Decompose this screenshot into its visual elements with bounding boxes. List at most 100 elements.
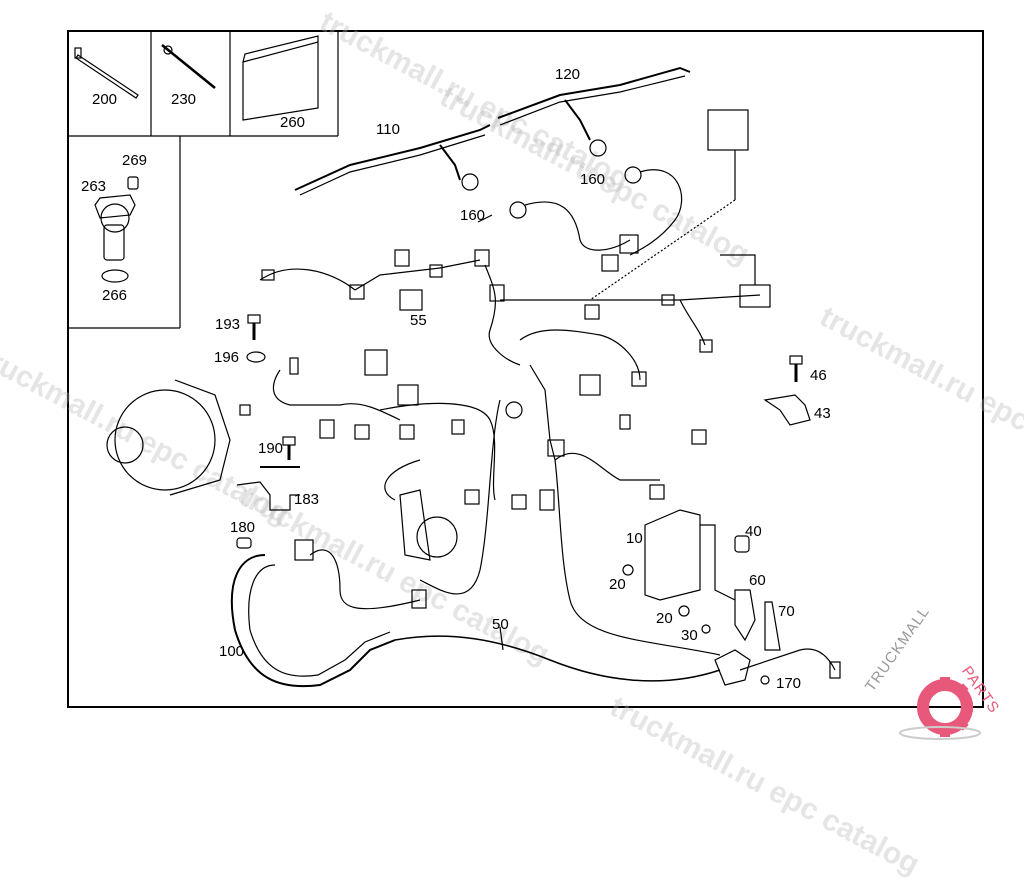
- wire: [554, 452, 660, 481]
- alternator-pulley-icon: [106, 426, 144, 464]
- diagram-frame: [67, 30, 984, 708]
- wire: [529, 364, 556, 461]
- connector-icon: [547, 439, 565, 457]
- actuator-module-icon: [707, 109, 749, 151]
- wire: [419, 399, 501, 595]
- wire: [679, 299, 706, 346]
- seal-ring-icon: [509, 201, 527, 219]
- part-label-230: 230: [171, 91, 197, 108]
- nut-170-icon: [760, 675, 770, 685]
- connector-icon: [429, 264, 443, 278]
- bolt-193-icon: [247, 314, 261, 324]
- connector-icon: [539, 489, 555, 511]
- connector-icon: [489, 284, 505, 302]
- connector-icon: [289, 357, 299, 375]
- sensor-body-icon: [103, 224, 125, 261]
- o-ring-icon: [101, 269, 129, 283]
- alternator-housing-icon: [169, 379, 231, 496]
- connector-icon: [699, 339, 713, 353]
- part-label-160: 160: [580, 171, 606, 188]
- wire: [309, 549, 421, 610]
- part-label-196: 196: [214, 349, 240, 366]
- bracket-43-icon: [763, 394, 811, 426]
- connector-icon: [411, 589, 427, 609]
- bolt-180-icon: [236, 537, 252, 549]
- connector-icon: [619, 234, 639, 254]
- diagram-drawing: [67, 30, 841, 688]
- wire: [519, 329, 641, 381]
- wire: [629, 169, 683, 256]
- part-label-266: 266: [102, 287, 128, 304]
- part-label-180: 180: [230, 519, 256, 536]
- connector-icon: [319, 419, 335, 439]
- connector-icon: [511, 494, 527, 510]
- connector-icon: [579, 374, 601, 396]
- cover-60-icon: [734, 589, 756, 642]
- part-label-200: 200: [92, 91, 118, 108]
- rail-branch-120: [564, 99, 591, 141]
- part-label-263: 263: [81, 178, 107, 195]
- part-label-55: 55: [410, 312, 427, 329]
- leader-line: [477, 214, 493, 223]
- bolt-190-icon: [282, 436, 296, 446]
- part-label-120: 120: [555, 66, 581, 83]
- sensor-flange-icon: [100, 203, 130, 233]
- leader-line: [499, 626, 504, 651]
- harness-100-inner: [248, 564, 391, 677]
- part-label-20: 20: [656, 610, 673, 627]
- connector-120-icon: [589, 139, 607, 157]
- cable-tie-head-icon: [74, 47, 82, 59]
- part-label-110: 110: [376, 121, 400, 138]
- part-label-260: 260: [280, 114, 306, 131]
- bracket-icon: [720, 254, 756, 285]
- tie-strap-icon: [161, 44, 216, 89]
- connector-icon: [239, 404, 251, 416]
- cable-tie-icon: [75, 54, 139, 99]
- connector-icon: [399, 424, 415, 440]
- part-label-269: 269: [122, 152, 148, 169]
- part-label-193: 193: [215, 316, 241, 333]
- sensor-icon: [94, 194, 136, 219]
- wire: [394, 635, 721, 682]
- connector-icon: [261, 269, 275, 281]
- wire: [379, 402, 496, 501]
- wire: [484, 264, 521, 366]
- harness-rail-110-lower: [299, 134, 486, 196]
- connector-icon: [354, 424, 370, 440]
- part-label-170: 170: [776, 675, 802, 692]
- cap-40-icon: [734, 535, 750, 553]
- bolt-46-icon: [789, 355, 803, 365]
- solenoid-icon: [416, 516, 458, 558]
- rail-branch-110: [439, 144, 461, 181]
- connector-icon: [394, 249, 410, 267]
- parts-diagram: truckmall.ru epc catalog truckmall.ru ep…: [0, 5, 1024, 881]
- alternator-icon: [114, 389, 216, 491]
- wire: [272, 369, 401, 421]
- part-label-20: 20: [609, 576, 626, 593]
- harness-rail-110: [294, 124, 491, 191]
- gear-logo-icon: [899, 677, 981, 740]
- seal-ring-icon: [624, 166, 642, 184]
- nut-30-icon: [701, 624, 711, 634]
- connector-icon: [464, 489, 480, 505]
- part-label-40: 40: [745, 523, 762, 540]
- grommet-icon: [505, 401, 523, 419]
- bracket-icon: [399, 489, 431, 561]
- connector-icon: [474, 249, 490, 267]
- wire: [259, 268, 356, 291]
- connector-icon: [631, 371, 647, 387]
- junction-icon: [714, 649, 751, 686]
- part-label-70: 70: [778, 603, 795, 620]
- connector-icon: [649, 484, 665, 500]
- harness-rail-120-lower: [499, 75, 686, 126]
- connector-icon: [451, 419, 465, 435]
- boot-70-icon: [764, 601, 781, 651]
- part-label-160: 160: [460, 207, 486, 224]
- connector-icon: [349, 284, 365, 300]
- wire: [554, 459, 721, 656]
- connector-icon: [294, 539, 314, 561]
- connector-icon: [661, 294, 675, 306]
- part-label-60: 60: [749, 572, 766, 589]
- wire: [500, 294, 761, 301]
- leader-line: [700, 524, 736, 601]
